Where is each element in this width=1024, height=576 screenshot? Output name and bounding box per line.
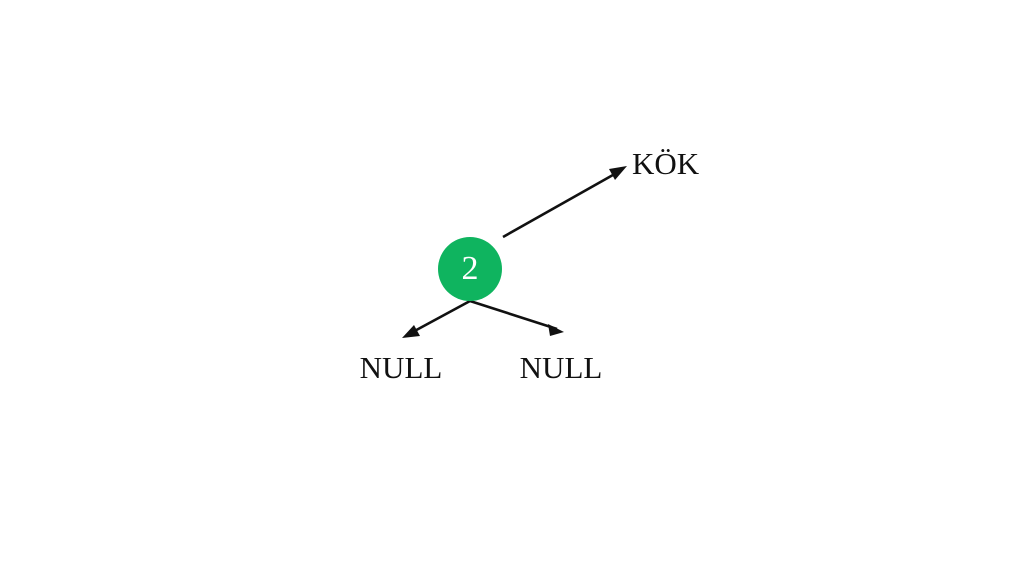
root-label: KÖK xyxy=(632,146,700,181)
tree-node-value: 2 xyxy=(462,250,479,287)
right-child-pointer-line xyxy=(469,299,558,331)
left-child-arrowhead-icon xyxy=(402,325,420,338)
right-child-pointer-arrow xyxy=(469,299,564,336)
root-pointer-line xyxy=(502,169,621,239)
left-child-pointer-line xyxy=(408,299,471,336)
left-null-label: NULL xyxy=(360,350,443,385)
left-child-pointer-arrow xyxy=(402,299,471,338)
tree-node-circle[interactable] xyxy=(438,237,502,301)
right-null-label: NULL xyxy=(520,350,603,385)
root-pointer-arrow xyxy=(502,166,627,239)
right-child-arrowhead-icon xyxy=(548,324,564,336)
root-pointer-arrowhead-icon xyxy=(609,166,627,180)
